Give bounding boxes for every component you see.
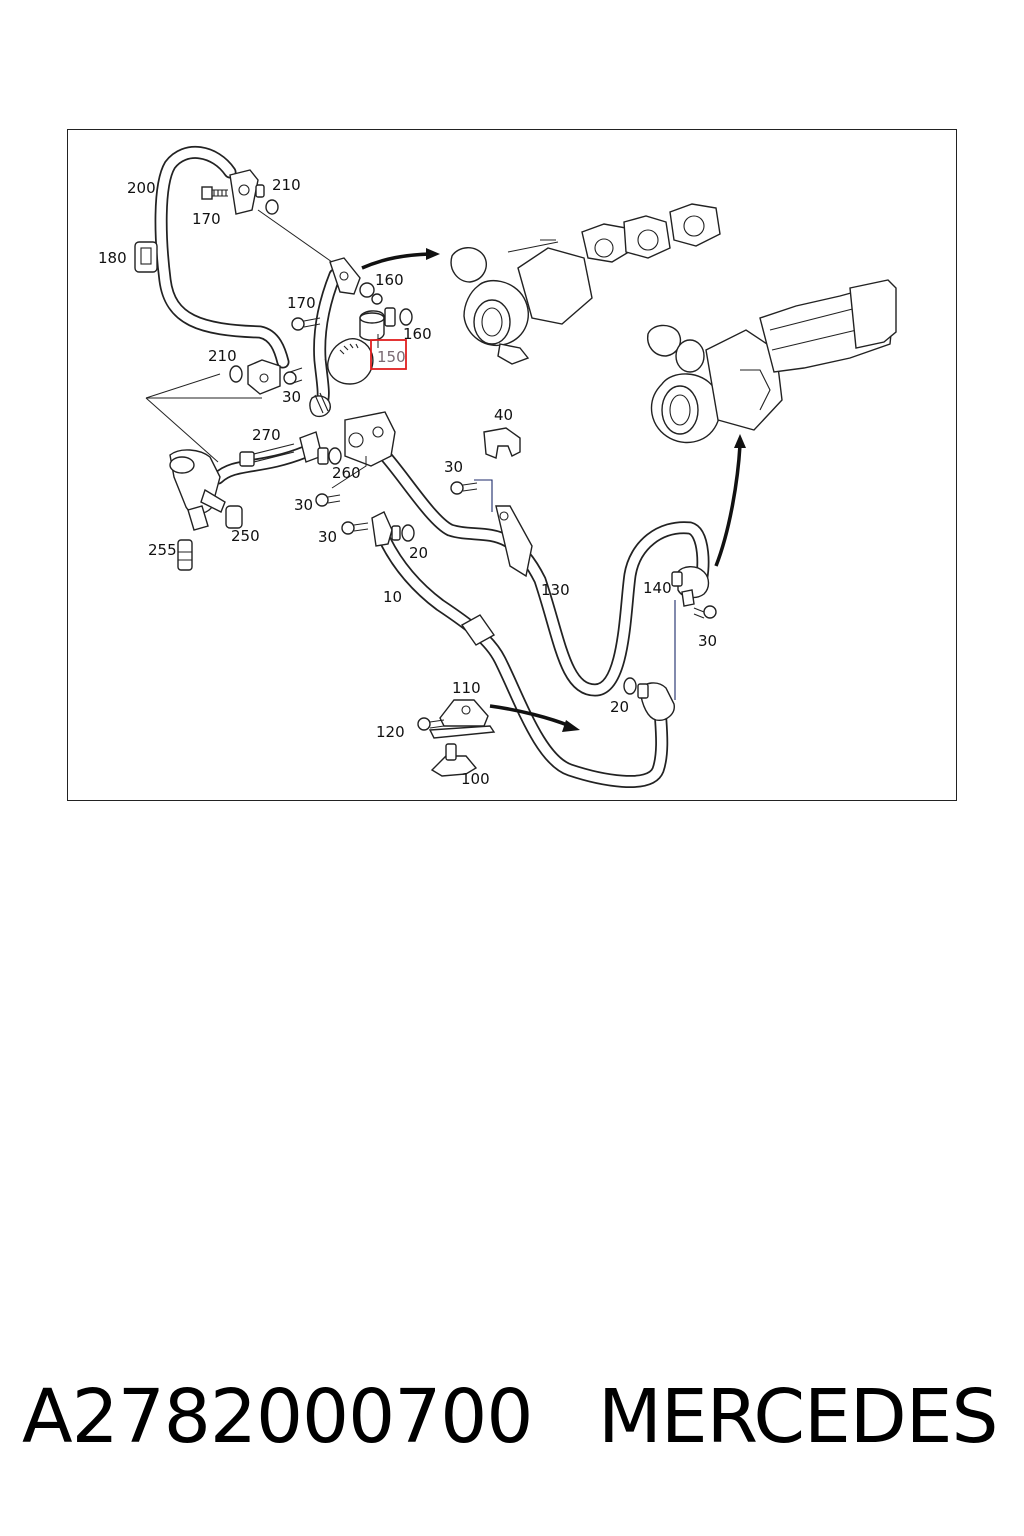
pipe-10 bbox=[378, 533, 669, 788]
part-255-sensor bbox=[177, 539, 193, 571]
callout-100: 100 bbox=[461, 770, 490, 788]
part-number: A2782000700 bbox=[22, 1374, 533, 1460]
callout-250: 250 bbox=[231, 527, 260, 545]
turbocharger-right bbox=[647, 279, 897, 444]
callout-120: 120 bbox=[376, 723, 405, 741]
pipe-200 bbox=[154, 145, 290, 369]
callout-20: 20 bbox=[409, 544, 428, 562]
part-30-bolt-b bbox=[315, 493, 341, 507]
part-170-bolt-mid bbox=[291, 317, 321, 331]
part-110-bracket bbox=[428, 699, 496, 739]
arrow-to-right-turbo bbox=[714, 434, 746, 567]
bracket-130 bbox=[495, 505, 533, 578]
callout-40: 40 bbox=[494, 406, 513, 424]
part-160-seal-mid bbox=[384, 307, 413, 327]
callout-110: 110 bbox=[452, 679, 481, 697]
blue-reference-lines bbox=[474, 479, 676, 700]
turbocharger-left bbox=[450, 203, 721, 365]
highlight-box-150 bbox=[370, 339, 407, 370]
callout-140: 140 bbox=[643, 579, 672, 597]
arrow-to-left-turbo bbox=[361, 248, 440, 270]
callout-30: 30 bbox=[282, 388, 301, 406]
part-100-clip bbox=[430, 743, 478, 777]
part-170-bolt-top bbox=[201, 186, 228, 200]
sleeve-10 bbox=[460, 614, 496, 646]
callout-30: 30 bbox=[294, 496, 313, 514]
callout-170: 170 bbox=[287, 294, 316, 312]
flange-160-upper bbox=[329, 257, 383, 305]
callout-180: 180 bbox=[98, 249, 127, 267]
flange-upper-block bbox=[344, 411, 396, 467]
callout-160: 160 bbox=[403, 325, 432, 343]
callout-170: 170 bbox=[192, 210, 221, 228]
part-150-hose bbox=[309, 310, 385, 418]
part-30-bolt-c bbox=[341, 521, 369, 535]
callout-30: 30 bbox=[318, 528, 337, 546]
callout-10: 10 bbox=[383, 588, 402, 606]
part-30-bolt-a bbox=[450, 481, 478, 495]
part-40-clip bbox=[483, 427, 521, 459]
callout-260: 260 bbox=[332, 464, 361, 482]
callout-270: 270 bbox=[252, 426, 281, 444]
part-270-bolt bbox=[239, 443, 295, 467]
part-250-thermostat-housing bbox=[169, 449, 243, 531]
flange-210-mid bbox=[229, 359, 303, 395]
pipe-270 bbox=[211, 445, 312, 485]
arrow-lower bbox=[489, 704, 580, 732]
callout-160: 160 bbox=[375, 271, 404, 289]
callout-210: 210 bbox=[208, 347, 237, 365]
part-140-fitting bbox=[671, 566, 717, 619]
callout-130: 130 bbox=[541, 581, 570, 599]
callout-255: 255 bbox=[148, 541, 177, 559]
leader-lines bbox=[145, 209, 379, 489]
pipe-130 bbox=[373, 443, 710, 697]
part-180-bracket bbox=[134, 241, 158, 273]
callout-30: 30 bbox=[444, 458, 463, 476]
part-120-bolt bbox=[417, 717, 445, 731]
flange-260 bbox=[299, 431, 342, 465]
callout-150-highlighted[interactable]: 150 bbox=[377, 348, 406, 366]
pipe-upper-return bbox=[313, 268, 342, 409]
callout-20: 20 bbox=[610, 698, 629, 716]
callout-30: 30 bbox=[698, 632, 717, 650]
diagram-frame bbox=[67, 129, 957, 801]
callout-210: 210 bbox=[272, 176, 301, 194]
brand-name: MERCEDES bbox=[598, 1374, 998, 1460]
part-20-lower-fitting bbox=[623, 677, 675, 721]
flange-10 bbox=[371, 511, 415, 547]
callout-labels: 200 210 170 180 160 170 160 150 210 30 2… bbox=[98, 176, 717, 788]
flange-top bbox=[229, 169, 279, 215]
callout-200: 200 bbox=[127, 179, 156, 197]
